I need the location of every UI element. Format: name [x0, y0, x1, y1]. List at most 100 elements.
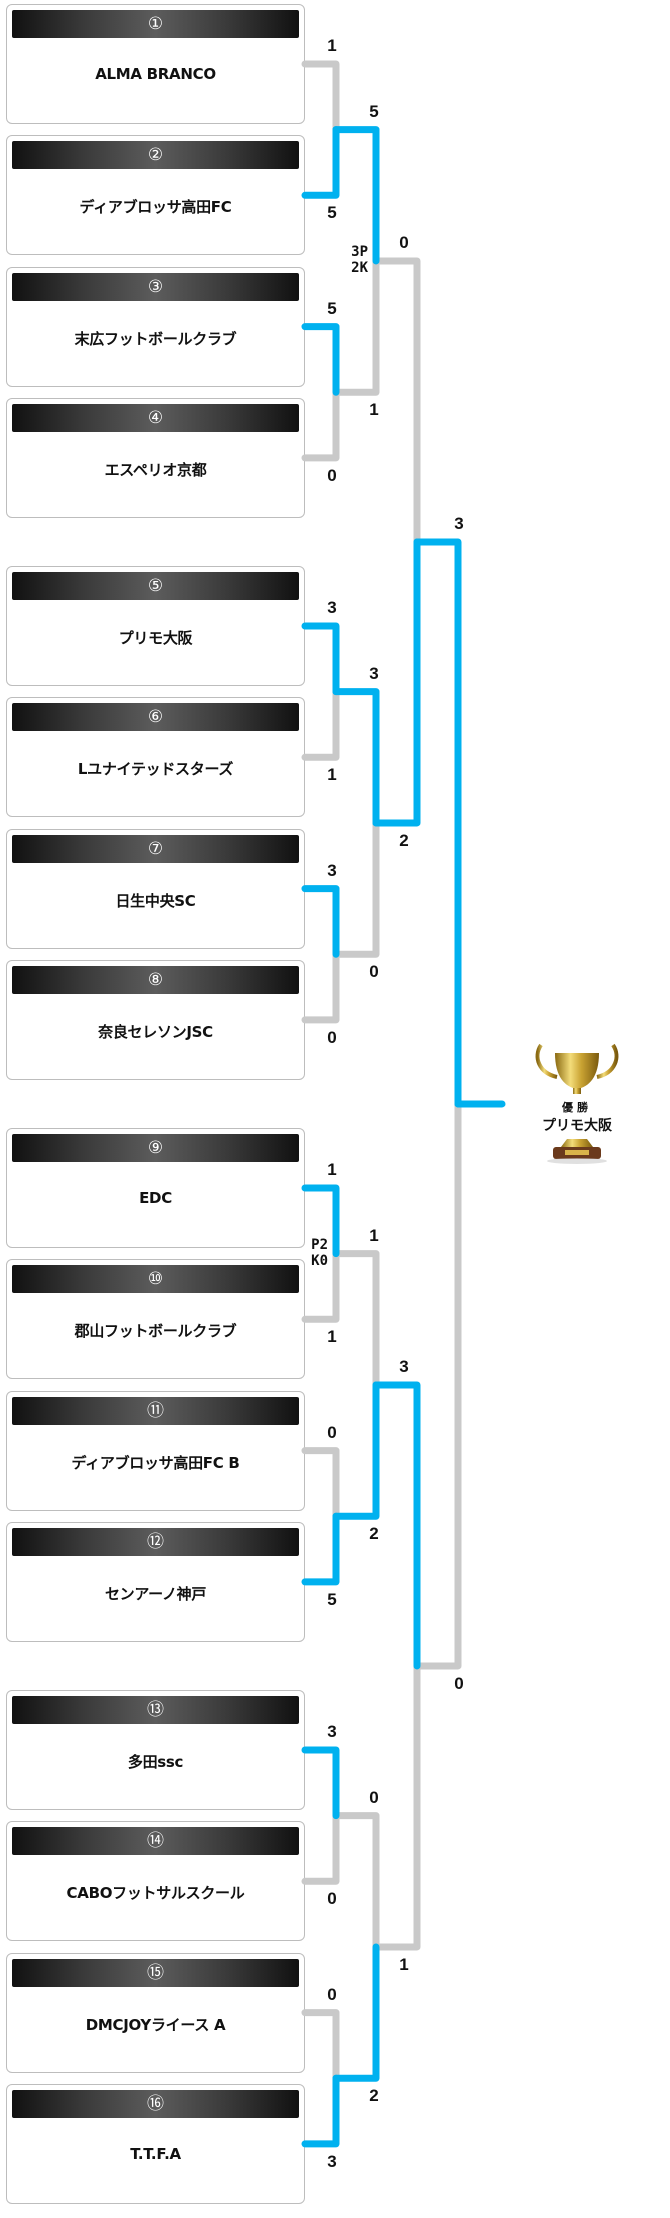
bracket-line-bottom [332, 1943, 380, 2082]
team-card: ⑯ T.T.F.A [6, 2083, 305, 2204]
score-top: 5 [369, 101, 379, 121]
score-bottom: 1 [327, 1327, 337, 1347]
trophy-icon [535, 1043, 619, 1164]
seed-number: ⑭ [12, 1827, 299, 1856]
score-top: 3 [454, 513, 464, 533]
bracket-line-top [301, 1447, 340, 1520]
pk-line: 3P [351, 243, 368, 260]
team-name: Lユナイテッドスターズ [77, 760, 234, 779]
pk-line: K0 [311, 1252, 328, 1269]
team-card: ⑫ センアーノ神戸 [6, 1521, 305, 1642]
bracket-line-top [301, 1184, 340, 1258]
score-top: 3 [399, 1356, 409, 1376]
seed-number: ④ [12, 403, 299, 432]
bracket-line-top [332, 688, 380, 827]
champion-trophy: 優勝 プリモ大阪 [533, 1043, 621, 1165]
score-bottom: 1 [369, 400, 379, 420]
bracket-line-top [332, 1812, 380, 1951]
score-bottom: 1 [399, 1954, 409, 1974]
team-card: ⑦ 日生中央SC [6, 828, 305, 949]
bracket-line-bottom [332, 819, 380, 958]
score-top: 1 [327, 1160, 337, 1179]
seed-number: ⑫ [12, 1527, 299, 1556]
seed-number: ⑤ [12, 572, 299, 600]
team-name: 日生中央SC [115, 891, 196, 910]
seed-number: ⑪ [12, 1396, 299, 1425]
team-name: CABOフットサルスクール [66, 1884, 245, 1903]
bracket-line-top [301, 885, 340, 958]
bracket-line-bottom [301, 1812, 340, 1885]
team-name: ALMA BRANCO [95, 65, 216, 83]
score-bottom: 0 [327, 465, 337, 485]
team-card: ② ディアブロッサ高田FC [6, 135, 305, 256]
pk-line: 2K [351, 259, 368, 276]
score-top: 1 [369, 1225, 379, 1245]
score-top: 1 [327, 36, 337, 55]
bracket-line-top [413, 538, 462, 1108]
team-card: ⑩ 郡山フットボールクラブ [6, 1259, 305, 1380]
bracket-line-bottom [332, 257, 380, 396]
score-top: 3 [327, 1722, 337, 1741]
bracket-line-bottom [332, 1381, 380, 1520]
score-top: 5 [327, 298, 337, 318]
bracket-line-top [301, 60, 340, 134]
pk-line: P2 [311, 1236, 328, 1253]
bracket-line-bottom [301, 388, 340, 462]
bracket-line-bottom [301, 950, 340, 1024]
team-card: ⑪ ディアブロッサ高田FC B [6, 1390, 305, 1511]
bracket-line-top [372, 257, 421, 546]
team-card: ① ALMA BRANCO [6, 4, 305, 124]
score-bottom: 0 [454, 1673, 464, 1693]
bracket-line-top [301, 1746, 340, 1820]
score-top: 0 [327, 1984, 337, 2004]
score-bottom: 2 [369, 1524, 379, 1544]
seed-number: ⑯ [12, 2089, 299, 2118]
team-card: ⑨ EDC [6, 1128, 305, 1248]
seed-number: ⑦ [12, 834, 299, 863]
bracket-line-bottom [301, 1250, 340, 1323]
score-top: 0 [369, 1787, 379, 1807]
bracket-line-top [332, 126, 380, 265]
team-name: T.T.F.A [130, 2144, 181, 2163]
bracket-line-top [372, 1381, 421, 1670]
score-bottom: 2 [399, 830, 409, 850]
team-name: センアーノ神戸 [104, 1584, 207, 1603]
score-bottom: 5 [327, 1589, 337, 1609]
seed-number: ⑥ [12, 703, 299, 732]
champion-label: 優勝 [562, 1101, 592, 1114]
team-name: DMCJOYライース A [85, 2015, 226, 2034]
team-card: ④ エスペリオ京都 [6, 397, 305, 518]
team-name: EDC [139, 1189, 172, 1207]
bracket-line-bottom [301, 1512, 340, 1586]
score-top: 3 [327, 860, 337, 880]
champion-name: プリモ大阪 [542, 1118, 612, 1134]
score-top: 0 [399, 232, 409, 252]
bracket-line-bottom [301, 2074, 340, 2148]
bracket-line-bottom [413, 1100, 462, 1670]
bracket-line-bottom [301, 126, 340, 199]
score-bottom: 3 [327, 2151, 337, 2171]
team-name: 末広フットボールクラブ [74, 329, 237, 348]
seed-number: ⑧ [12, 965, 299, 994]
score-bottom: 0 [369, 962, 379, 982]
bracket-line-top [332, 1250, 380, 1389]
score-bottom: 2 [369, 2086, 379, 2106]
team-name: プリモ大阪 [118, 629, 193, 647]
seed-number: ⑨ [12, 1134, 299, 1162]
bracket-line-top [301, 622, 340, 696]
score-bottom: 5 [327, 203, 337, 223]
team-card: ⑮ DMCJOYライース A [6, 1952, 305, 2073]
team-name: ディアブロッサ高田FC [79, 198, 232, 217]
seed-number: ⑩ [12, 1265, 299, 1294]
team-name: エスペリオ京都 [104, 460, 207, 479]
team-name: 多田ssc [127, 1753, 184, 1771]
team-card: ⑧ 奈良セレソンJSC [6, 959, 305, 1080]
bracket-line-top [301, 2009, 340, 2082]
team-card: ⑤ プリモ大阪 [6, 566, 305, 686]
score-bottom: 1 [327, 765, 337, 785]
seed-number: ⑬ [12, 1696, 299, 1724]
seed-number: ② [12, 141, 299, 170]
